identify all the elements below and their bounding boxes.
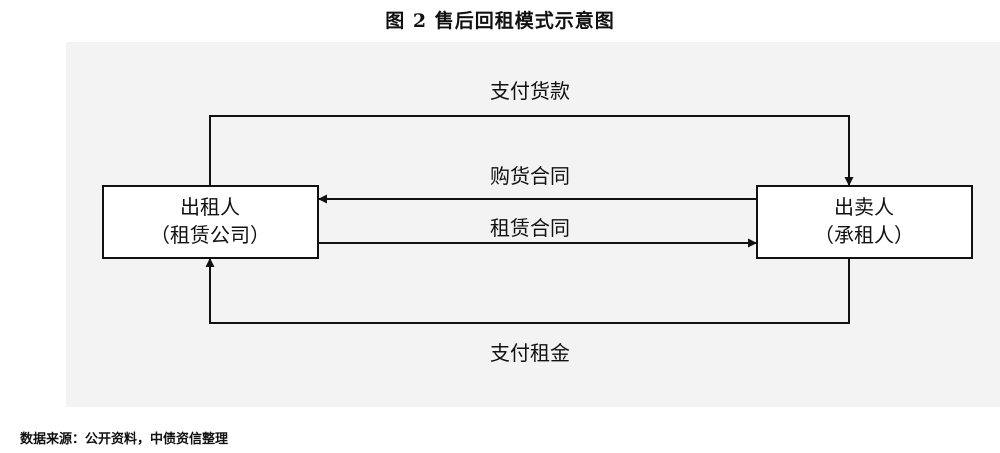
- seller-label: 出卖人: [834, 195, 894, 219]
- pay-goods-label: 支付货款: [490, 79, 570, 103]
- lessor-label: 出租人: [180, 195, 240, 219]
- purchase-contract-label: 购货合同: [490, 164, 570, 188]
- source-note: 数据来源：公开资料，中债资信整理: [20, 432, 229, 447]
- figure-title: 图 2 售后回租模式示意图: [385, 10, 615, 32]
- lessor-sublabel: （租赁公司）: [150, 223, 270, 247]
- pay-goods-arrow: [209, 115, 854, 186]
- seller-box: [756, 185, 973, 259]
- lessor-box: [102, 185, 319, 259]
- pay-rent-arrow: [205, 258, 850, 324]
- seller-sublabel: （承租人）: [814, 223, 914, 247]
- lease-contract-label: 租赁合同: [490, 216, 570, 240]
- pay-rent-label: 支付租金: [490, 341, 570, 365]
